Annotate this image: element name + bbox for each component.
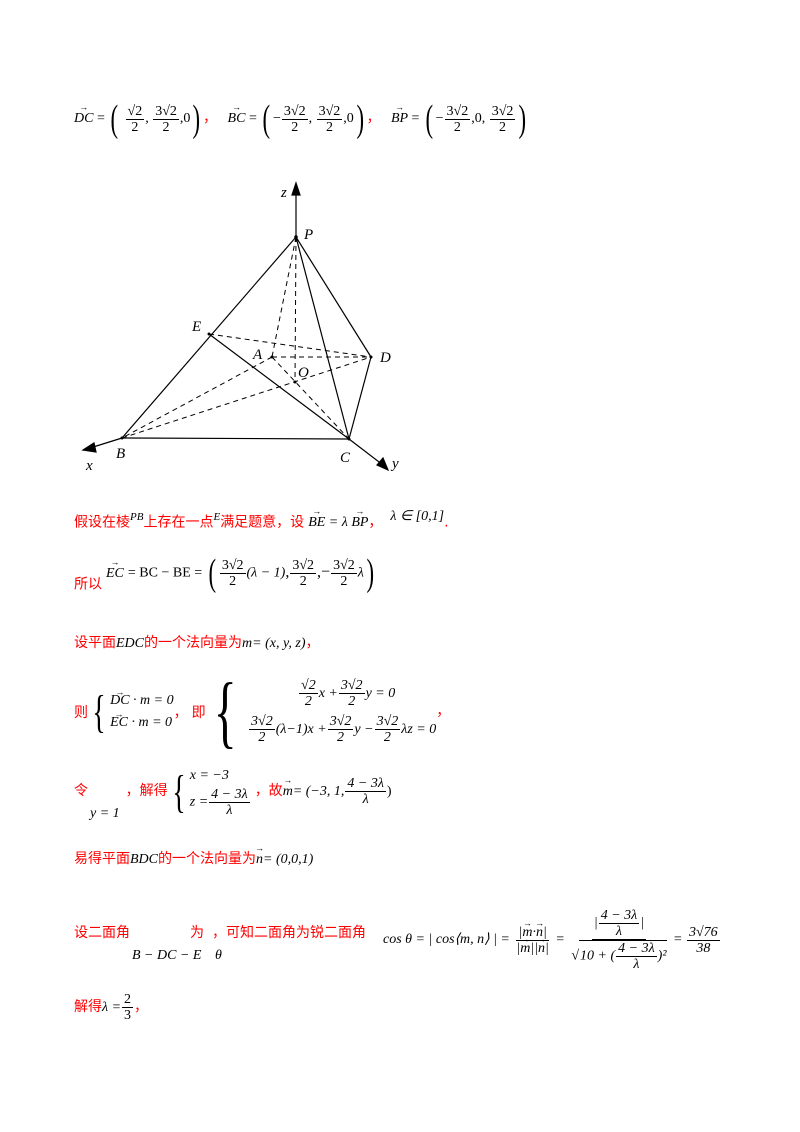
point-c-label: C bbox=[340, 450, 351, 466]
plane-edc-normal-line: 设平面EDC的一个法向量为m= (x, y, z)， bbox=[74, 635, 320, 651]
vector-dc: DC bbox=[74, 111, 93, 127]
solve-line: 令 y = 1 ，解得{x = −3z =4 − 3λλ ，故m= (−3, 1… bbox=[74, 765, 392, 821]
assumption-line: 假设在棱PB上存在一点E满足题意，设 BE = λ BP， λ ∈ [0,1]. bbox=[74, 508, 449, 531]
dihedral-name: B − DC − E bbox=[132, 948, 202, 963]
point-d-label: D bbox=[379, 350, 391, 366]
z-axis-label: z bbox=[280, 185, 287, 201]
point-p-label: P bbox=[303, 227, 313, 243]
theta-symbol: θ bbox=[215, 948, 222, 963]
pyramid-figure: z P E A D O B C x y bbox=[81, 181, 399, 474]
point-b-label: B bbox=[116, 446, 125, 462]
vector-bp: BP bbox=[391, 111, 408, 127]
cosine-formula: cos θ = | cos⟨m, n⟩ | = |m·n||m||n| = |4… bbox=[383, 908, 721, 972]
ec-vector-line: 所以 EC = BC − BE = (3√22(λ − 1),3√22,−3√2… bbox=[74, 554, 376, 594]
point-o-label: O bbox=[298, 365, 309, 381]
point-a-label: A bbox=[252, 347, 263, 363]
y-axis-label: y bbox=[390, 456, 399, 472]
vector-bc: BC bbox=[228, 111, 246, 127]
vector-definitions-line: DC = ( √22, 3√22,0)， BC = (−3√22, 3√22,0… bbox=[74, 100, 529, 138]
x-axis-label: x bbox=[85, 458, 93, 474]
plane-bdc-normal-line: 易得平面BDC的一个法向量为n= (0,0,1) bbox=[74, 848, 313, 868]
dihedral-angle-line: 设二面角为，可知二面角为锐二面角 bbox=[74, 925, 366, 941]
equation-system-line: 则{DC · m = 0EC · m = 0， 即{ √22x +3√22y =… bbox=[74, 672, 450, 752]
point-e-label: E bbox=[191, 319, 201, 335]
